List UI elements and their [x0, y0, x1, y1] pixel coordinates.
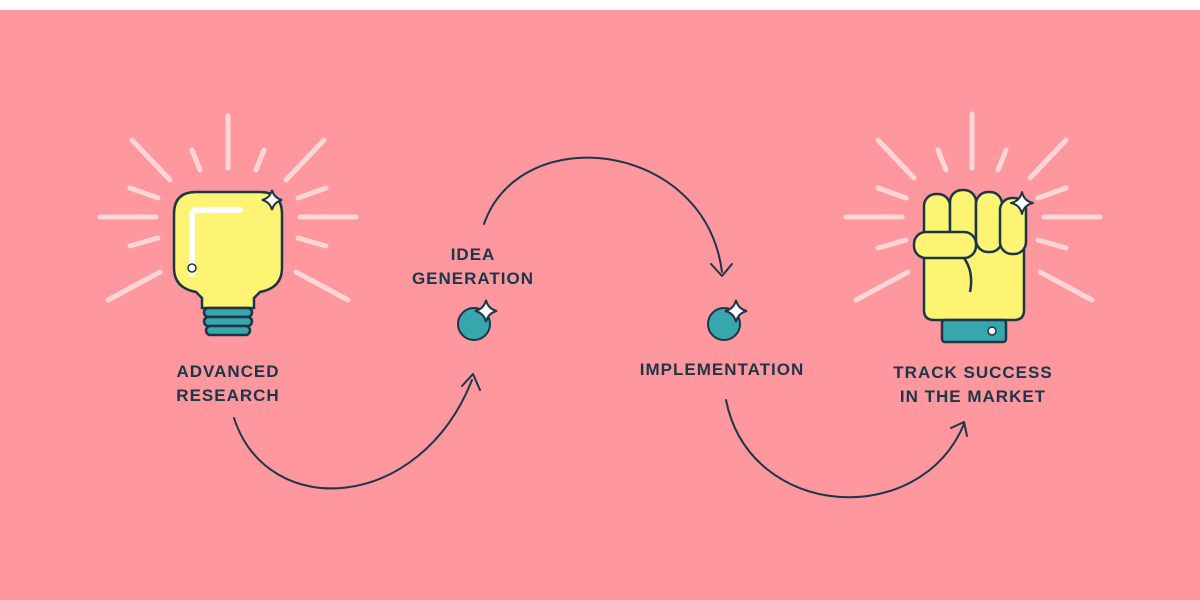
- step-label-track-success: TRACK SUCCESS IN THE MARKET: [882, 361, 1064, 409]
- process-diagram: ADVANCED RESEARCH IDEA GENERATION IMPLEM…: [0, 10, 1200, 600]
- arrow-research-to-idea: [233, 379, 473, 490]
- fist-rays: [843, 111, 1103, 303]
- lightbulb-rays: [97, 113, 359, 303]
- flow-arrows: [233, 156, 968, 499]
- step-label-line: TRACK SUCCESS: [893, 363, 1053, 382]
- step-label-line: ADVANCED: [176, 362, 280, 381]
- dot-sparkle-icon: [707, 299, 748, 341]
- arrow-implementation-to-market-head: [950, 421, 968, 437]
- step-label-line: IN THE MARKET: [899, 387, 1047, 406]
- step-label-line: IDEA: [450, 245, 496, 264]
- step-label-line: GENERATION: [411, 269, 535, 288]
- step-label-implementation: IMPLEMENTATION: [622, 358, 822, 382]
- arrow-research-to-idea-head: [461, 373, 481, 391]
- diagram-artwork: [0, 10, 1200, 600]
- dot-sparkle-icon: [457, 299, 498, 341]
- step-label-idea-generation: IDEA GENERATION: [398, 243, 548, 291]
- arrow-idea-to-implementation: [483, 156, 723, 273]
- step-label-line: RESEARCH: [176, 386, 280, 405]
- lightbulb-icon: [172, 189, 284, 337]
- step-label-line: IMPLEMENTATION: [639, 360, 805, 379]
- arrow-implementation-to-market: [725, 399, 965, 499]
- step-label-advanced-research: ADVANCED RESEARCH: [158, 360, 298, 408]
- raised-fist-icon: [912, 188, 1034, 344]
- arrow-idea-to-implementation-head: [710, 263, 733, 277]
